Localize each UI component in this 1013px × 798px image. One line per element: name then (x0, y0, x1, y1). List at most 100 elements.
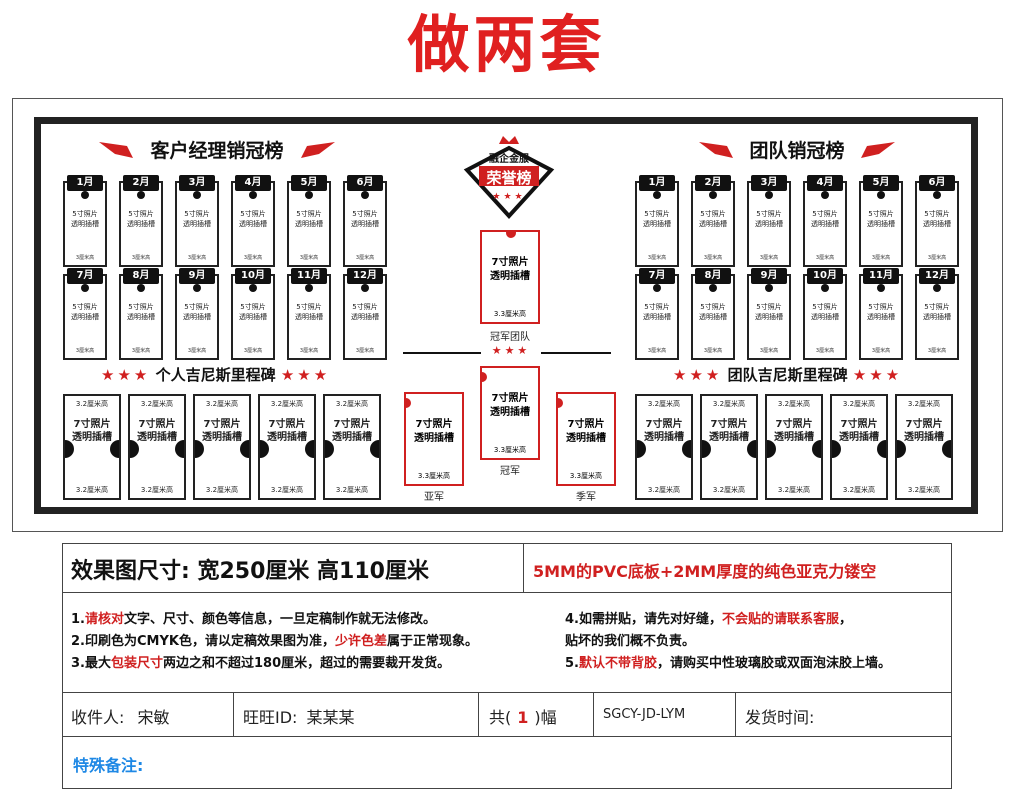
slot-size-bottom: 3.2厘米高 (712, 486, 746, 494)
note-line: 4.如需拼贴，请先对好缝，不会贴的请联系客服， (565, 612, 853, 627)
slot-size-bottom: 3.2厘米高 (270, 486, 304, 494)
recipient-cell: 收件人: 宋敏 (71, 704, 170, 728)
slot-size: 3厘米高 (131, 348, 151, 354)
slot-text: 5寸照片 透明插槽 (351, 210, 379, 228)
wangwang-label: 旺旺ID: (243, 708, 298, 727)
month-tab: 1月 (639, 175, 675, 191)
slot-text: 7寸照片 透明插槽 (72, 419, 112, 443)
note-line: 贴坏的我们概不负责。 (565, 634, 696, 649)
recipient-label: 收件人: (71, 708, 125, 727)
slot-size: 3厘米高 (355, 348, 375, 354)
slot-size-bottom: 3.2厘米高 (777, 486, 811, 494)
left-section-title: ★★★ 个人吉尼斯里程碑 ★★★ (101, 366, 331, 384)
note-line: 2.印刷色为CMYK色，请以定稿效果图为准，少许色差属于正常现象。 (71, 634, 478, 649)
slot-text: 5寸照片 透明插槽 (351, 303, 379, 321)
slot-text: 5寸照片 透明插槽 (127, 210, 155, 228)
month-photo-slot: 4月 5寸照片 透明插槽 3厘米高 (803, 175, 847, 267)
slot-text: 5寸照片 透明插槽 (239, 210, 267, 228)
slot-size: 3厘米高 (871, 255, 891, 261)
slot-size-bottom: 3.2厘米高 (335, 486, 369, 494)
second-place-slot: 7寸照片 透明插槽 3.3厘米高 (404, 392, 464, 486)
left-header-text: 客户经理销冠榜 (150, 140, 284, 162)
month-tab: 11月 (291, 268, 327, 284)
badge-stars: ★★★ (492, 192, 526, 202)
slot-size: 3厘米高 (299, 348, 319, 354)
honor-board: 客户经理销冠榜 团队销冠榜 融企金服 荣誉榜 ★★★ 1月 5寸照片 透明插槽 3厘… (34, 117, 978, 514)
champion-caption: 冠军 (500, 466, 520, 477)
slot-size-bottom: 3.2厘米高 (647, 486, 681, 494)
slot-size-top: 3.2厘米高 (907, 400, 941, 408)
note-line: 1.请核对文字、尺寸、颜色等信息，一旦定稿制作就无法修改。 (71, 612, 437, 627)
slot-size: 3厘米高 (355, 255, 375, 261)
slot-size: 3厘米高 (187, 255, 207, 261)
count-cell: 共(1)幅 (489, 708, 557, 727)
month-tab: 10月 (807, 268, 843, 284)
month-tab: 9月 (179, 268, 215, 284)
note-line: 5.默认不带背胶，请购买中性玻璃胶或双面泡沫胶上墙。 (565, 656, 892, 671)
slot-text: 5寸照片 透明插槽 (923, 210, 951, 228)
slot-size-bottom: 3.2厘米高 (907, 486, 941, 494)
slot-text: 5寸照片 透明插槽 (643, 210, 671, 228)
slot-text: 5寸照片 透明插槽 (755, 210, 783, 228)
slot-text: 5寸照片 透明插槽 (923, 303, 951, 321)
wings-icon (699, 142, 895, 158)
month-tab: 1月 (67, 175, 103, 191)
code-cell: SGCY-JD-LYM (603, 707, 686, 722)
slot-size: 3厘米高 (759, 348, 779, 354)
month-tab: 8月 (123, 268, 159, 284)
slot-size-top: 3.2厘米高 (647, 400, 681, 408)
right-header-text: 团队销冠榜 (749, 140, 845, 162)
slot-size-bottom: 3.2厘米高 (842, 486, 876, 494)
month-tab: 11月 (863, 268, 899, 284)
slot-text: 5寸照片 透明插槽 (867, 303, 895, 321)
slot-text: 7寸照片 透明插槽 (709, 419, 749, 443)
slot-text: 7寸照片 透明插槽 (414, 419, 454, 444)
wangwang-value: 某某某 (306, 708, 355, 727)
slot-text: 7寸照片 透明插槽 (332, 419, 372, 443)
slot-size: 3厘米高 (759, 255, 779, 261)
material-label: 5MM的PVC底板+2MM厚度的纯色亚克力镂空 (533, 562, 877, 581)
page-title: 做两套 (407, 8, 606, 81)
special-note-label: 特殊备注: (73, 756, 144, 775)
slot-size: 3.3厘米高 (417, 472, 451, 480)
slot-size: 3厘米高 (815, 255, 835, 261)
slot-text: 5寸照片 透明插槽 (811, 210, 839, 228)
slot-size: 3厘米高 (815, 348, 835, 354)
left-header: 客户经理销冠榜 (97, 134, 337, 164)
milestone-photo-slot: 3.2厘米高 7寸照片 透明插槽 3.2厘米高 (635, 394, 693, 500)
month-tab: 4月 (807, 175, 843, 191)
month-tab: 8月 (695, 268, 731, 284)
third-place-caption: 季军 (576, 492, 596, 503)
wangwang-cell: 旺旺ID: 某某某 (243, 704, 355, 728)
slot-text: 7寸照片 透明插槽 (644, 419, 684, 443)
badge-line1: 融企金服 (489, 154, 529, 165)
slot-text: 7寸照片 透明插槽 (774, 419, 814, 443)
slot-size: 3厘米高 (927, 348, 947, 354)
month-tab: 12月 (919, 268, 955, 284)
slot-size: 3.3厘米高 (493, 446, 527, 454)
badge-line2: 荣誉榜 (486, 169, 532, 187)
slot-size-bottom: 3.2厘米高 (140, 486, 174, 494)
slot-size: 3厘米高 (243, 348, 263, 354)
wings-icon (99, 142, 335, 158)
slot-size-top: 3.2厘米高 (842, 400, 876, 408)
